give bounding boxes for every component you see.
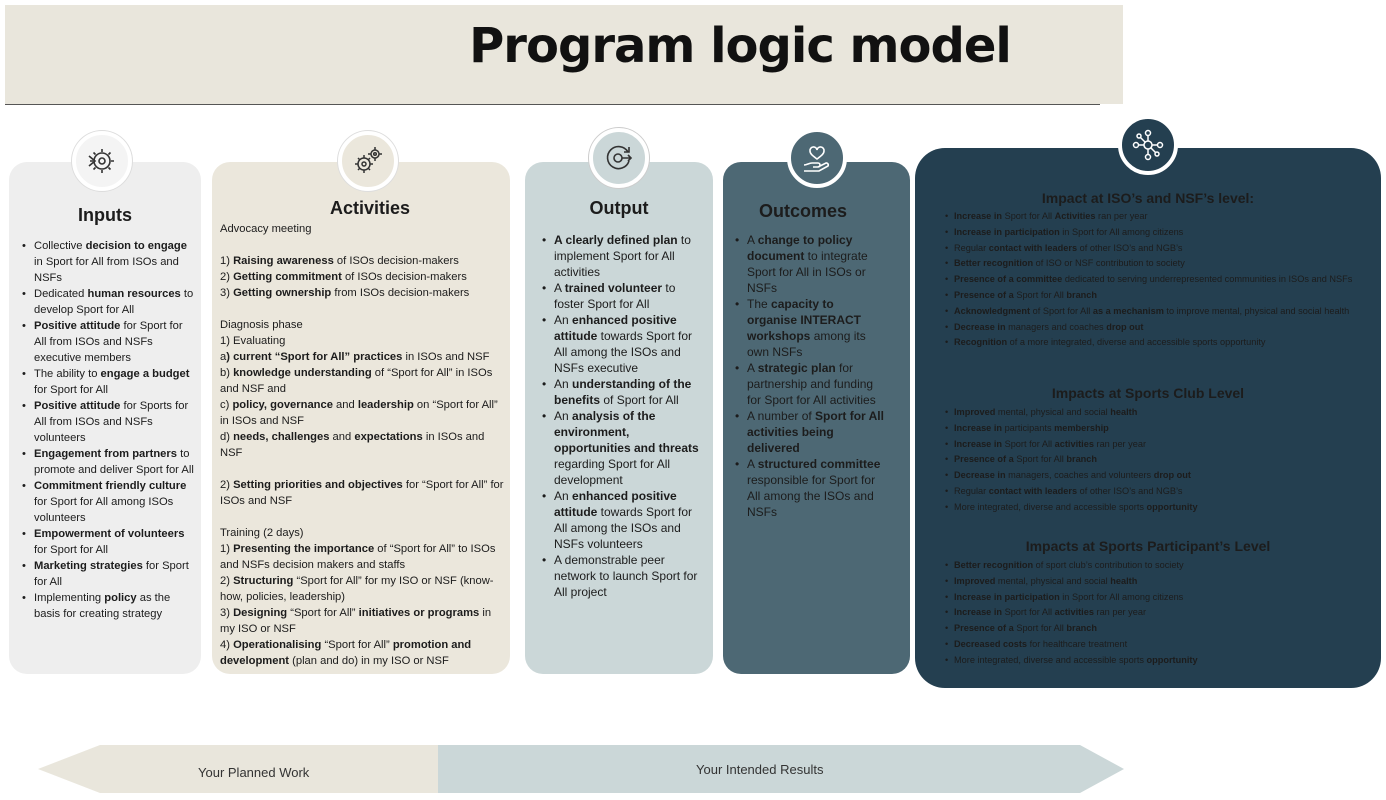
gear-arrow-icon bbox=[72, 131, 132, 191]
inputs-list-item: Positive attitude for Sports for All fro… bbox=[22, 398, 194, 446]
output-list: A clearly defined plan to implement Spor… bbox=[542, 232, 704, 600]
output-list-item: An understanding of the benefits of Spor… bbox=[542, 376, 704, 408]
outcomes-list-item: The capacity to organise INTERACT worksh… bbox=[735, 296, 885, 360]
activities-line: Advocacy meeting bbox=[220, 223, 312, 235]
activities-line: 3) Getting ownership from ISOs decision-… bbox=[220, 287, 470, 299]
inputs-list-item: Commitment friendly culture for Sport fo… bbox=[22, 478, 194, 526]
inputs-list-item: Empowerment of volunteers for Sport for … bbox=[22, 526, 194, 558]
activities-line: 2) Structuring “Sport for All” for my IS… bbox=[220, 575, 494, 603]
activities-line: 1) Evaluating bbox=[220, 335, 286, 347]
header-divider bbox=[5, 104, 1100, 105]
activities-list: Advocacy meeting 1) Raising awareness of … bbox=[220, 221, 508, 669]
impact-list-item: Decreased costs for healthcare treatment bbox=[945, 637, 1370, 653]
impact-list-item: Acknowledgment of Sport for All as a mec… bbox=[945, 304, 1370, 320]
outcomes-list-item: A structured committee responsible for S… bbox=[735, 456, 885, 520]
impact-participant-title: Impacts at Sports Participant’s Level bbox=[1025, 538, 1271, 554]
activities-spacer bbox=[220, 461, 508, 477]
output-list-item: A demonstrable peer network to launch Sp… bbox=[542, 552, 704, 600]
impact-list-item: Increase in participants membership bbox=[945, 421, 1370, 437]
outcomes-list-item: A strategic plan for partnership and fun… bbox=[735, 360, 885, 408]
output-list-item: A trained volunteer to foster Sport for … bbox=[542, 280, 704, 312]
impact-list-item: Presence of a committee dedicated to ser… bbox=[945, 272, 1370, 288]
output-list-item: An enhanced positive attitude towards Sp… bbox=[542, 312, 704, 376]
impact-list-item: Better recognition of sport club’s contr… bbox=[945, 558, 1370, 574]
activities-line: 1) Raising awareness of ISOs decision-ma… bbox=[220, 255, 459, 267]
impact-participant-list: Better recognition of sport club’s contr… bbox=[945, 558, 1370, 669]
impact-list-item: More integrated, diverse and accessible … bbox=[945, 500, 1370, 516]
impact-list-item: Improved mental, physical and social hea… bbox=[945, 405, 1370, 421]
footer-arrow: Your Planned Work Your Intended Results bbox=[38, 745, 1124, 793]
activities-line: Training (2 days) bbox=[220, 527, 304, 539]
impact-list-item: Increase in Sport for All activities ran… bbox=[945, 605, 1370, 621]
impact-sports-club-list: Improved mental, physical and social hea… bbox=[945, 405, 1370, 516]
impact-list-item: Increase in Sport for All Activities ran… bbox=[945, 209, 1370, 225]
activities-spacer bbox=[220, 301, 508, 317]
heart-hand-icon bbox=[787, 128, 847, 188]
inputs-list-item: Implementing policy as the basis for cre… bbox=[22, 590, 194, 622]
impact-iso-nsf-title: Impact at ISO’s and NSF’s level: bbox=[1041, 190, 1255, 206]
outcomes-title: Outcomes bbox=[758, 201, 848, 221]
activities-title: Activities bbox=[329, 198, 411, 218]
inputs-list-item: Collective decision to engage in Sport f… bbox=[22, 238, 194, 286]
impact-iso-nsf-list: Increase in Sport for All Activities ran… bbox=[945, 209, 1370, 351]
impact-list-item: Presence of a Sport for All branch bbox=[945, 452, 1370, 468]
page-title: Program logic model bbox=[469, 18, 1012, 74]
impact-list-item: More integrated, diverse and accessible … bbox=[945, 653, 1370, 669]
intended-results-arrow bbox=[438, 745, 1124, 793]
cycle-arrow-icon bbox=[589, 128, 649, 188]
impact-list-item: Better recognition of ISO or NSF contrib… bbox=[945, 256, 1370, 272]
planned-work-arrow bbox=[38, 745, 438, 793]
impact-list-item: Decrease in managers, coaches and volunt… bbox=[945, 468, 1370, 484]
inputs-list-item: Engagement from partners to promote and … bbox=[22, 446, 194, 478]
impact-list-item: Regular contact with leaders of other IS… bbox=[945, 241, 1370, 257]
impact-list-item: Recognition of a more integrated, divers… bbox=[945, 335, 1370, 351]
inputs-list-item: Positive attitude for Sport for All from… bbox=[22, 318, 194, 366]
impact-list-item: Improved mental, physical and social hea… bbox=[945, 574, 1370, 590]
impact-list-item: Increase in participation in Sport for A… bbox=[945, 225, 1370, 241]
impact-list-item: Presence of a Sport for All branch bbox=[945, 621, 1370, 637]
inputs-list: Collective decision to engage in Sport f… bbox=[22, 238, 194, 622]
inputs-title: Inputs bbox=[78, 205, 132, 225]
impact-list-item: Increase in Sport for All activities ran… bbox=[945, 437, 1370, 453]
planned-work-label: Your Planned Work bbox=[198, 765, 310, 780]
impact-sports-club-title: Impacts at Sports Club Level bbox=[1051, 385, 1245, 401]
activities-line: 4) Operationalising “Sport for All” prom… bbox=[220, 639, 472, 667]
output-title: Output bbox=[589, 198, 649, 218]
inputs-list-item: Marketing strategies for Sport for All bbox=[22, 558, 194, 590]
activities-spacer bbox=[220, 509, 508, 525]
impact-list-item: Presence of a Sport for All branch bbox=[945, 288, 1370, 304]
impact-list-item: Decrease in managers and coaches drop ou… bbox=[945, 320, 1370, 336]
activities-line: 2) Setting priorities and objectives for… bbox=[220, 479, 504, 507]
impact-list-item: Increase in participation in Sport for A… bbox=[945, 590, 1370, 606]
activities-column bbox=[212, 162, 510, 674]
output-list-item: An analysis of the environment, opportun… bbox=[542, 408, 704, 488]
activities-line: c) policy, governance and leadership on … bbox=[220, 399, 498, 427]
outcomes-list-item: A change to policy document to integrate… bbox=[735, 232, 885, 296]
activities-line: Diagnosis phase bbox=[220, 319, 303, 331]
activities-line: d) needs, challenges and expectations in… bbox=[220, 431, 485, 459]
inputs-list-item: Dedicated human resources to develop Spo… bbox=[22, 286, 194, 318]
outcomes-list-item: A number of Sport for All activities bei… bbox=[735, 408, 885, 456]
activities-line: 2) Getting commitment of ISOs decision-m… bbox=[220, 271, 467, 283]
activities-line: a) current “Sport for All” practices in … bbox=[220, 351, 490, 363]
impact-list-item: Regular contact with leaders of other IS… bbox=[945, 484, 1370, 500]
activities-spacer bbox=[220, 237, 508, 253]
inputs-list-item: The ability to engage a budget for Sport… bbox=[22, 366, 194, 398]
activities-line: 1) Presenting the importance of “Sport f… bbox=[220, 543, 496, 571]
network-icon bbox=[1118, 115, 1178, 175]
gears-icon bbox=[338, 131, 398, 191]
intended-results-label: Your Intended Results bbox=[696, 762, 824, 777]
activities-line: b) knowledge understanding of “Sport for… bbox=[220, 367, 493, 395]
outcomes-list: A change to policy document to integrate… bbox=[735, 232, 885, 520]
activities-line: 3) Designing “Sport for All” initiatives… bbox=[220, 607, 492, 635]
output-list-item: An enhanced positive attitude towards Sp… bbox=[542, 488, 704, 552]
output-list-item: A clearly defined plan to implement Spor… bbox=[542, 232, 704, 280]
header-band bbox=[5, 5, 1123, 104]
